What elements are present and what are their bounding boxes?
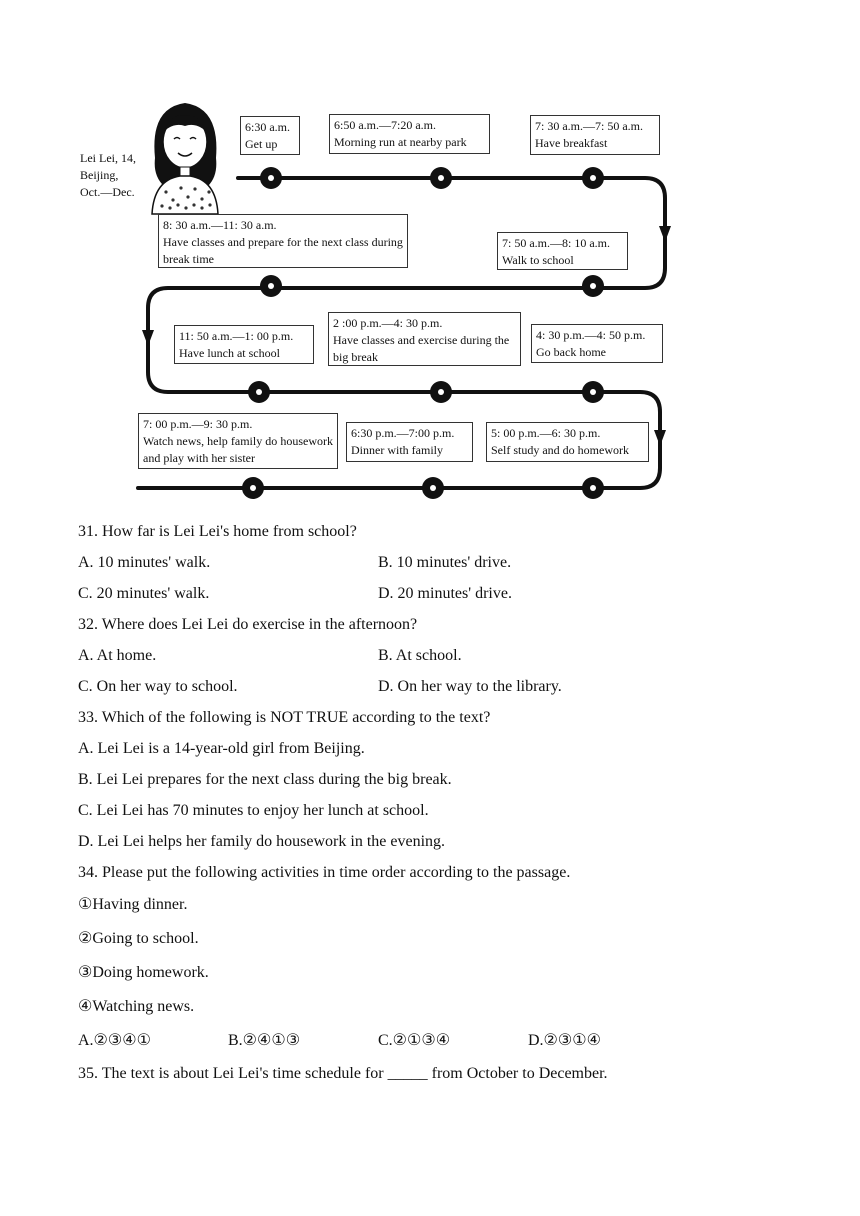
option-c: C. Lei Lei has 70 minutes to enjoy her l… <box>78 795 798 826</box>
schedule-activity: Watch news, help family do housework and… <box>143 433 333 467</box>
schedule-time: 5: 00 p.m.—6: 30 p.m. <box>491 425 644 442</box>
girl-illustration <box>152 103 218 214</box>
schedule-activity: Have classes and prepare for the next cl… <box>163 234 403 268</box>
option-b: B. At school. <box>378 640 462 671</box>
option-a: A.②③④① <box>78 1024 151 1058</box>
timeline-dot <box>422 477 444 499</box>
arrow-down-icon <box>659 226 671 242</box>
timeline-dot <box>582 167 604 189</box>
schedule-time: 4: 30 p.m.—4: 50 p.m. <box>536 327 658 344</box>
option-d: D. On her way to the library. <box>378 671 562 702</box>
schedule-activity: Have breakfast <box>535 135 655 152</box>
order-item: ④Watching news. <box>78 990 798 1024</box>
option-a: A. Lei Lei is a 14-year-old girl from Be… <box>78 733 798 764</box>
schedule-box: 6:30 a.m. Get up <box>240 116 300 155</box>
schedule-time: 7: 00 p.m.—9: 30 p.m. <box>143 416 333 433</box>
schedule-activity: Have lunch at school <box>179 345 309 362</box>
profile-caption: Lei Lei, 14, Beijing, Oct.—Dec. <box>80 150 136 201</box>
options-row: C. 20 minutes' walk. D. 20 minutes' driv… <box>78 578 798 609</box>
schedule-box: 6:50 a.m.—7:20 a.m. Morning run at nearb… <box>329 114 490 154</box>
profile-line: Oct.—Dec. <box>80 184 136 201</box>
schedule-activity: Have classes and exercise during the big… <box>333 332 516 366</box>
option-a: A. 10 minutes' walk. <box>78 547 210 578</box>
schedule-box: 7: 30 a.m.—7: 50 a.m. Have breakfast <box>530 115 660 155</box>
profile-line: Beijing, <box>80 167 136 184</box>
schedule-activity: Go back home <box>536 344 658 361</box>
question-stem: 34. Please put the following activities … <box>78 857 798 888</box>
options-row: C. On her way to school. D. On her way t… <box>78 671 798 702</box>
questions-section: 31. How far is Lei Lei's home from schoo… <box>78 516 798 1089</box>
schedule-activity: Dinner with family <box>351 442 468 459</box>
schedule-box: 2 :00 p.m.—4: 30 p.m. Have classes and e… <box>328 312 521 366</box>
schedule-activity: Morning run at nearby park <box>334 134 485 151</box>
schedule-time: 2 :00 p.m.—4: 30 p.m. <box>333 315 516 332</box>
schedule-time: 6:50 a.m.—7:20 a.m. <box>334 117 485 134</box>
order-item: ②Going to school. <box>78 922 798 956</box>
timeline-dot <box>582 275 604 297</box>
question-stem: 32. Where does Lei Lei do exercise in th… <box>78 609 798 640</box>
schedule-time: 6:30 p.m.—7:00 p.m. <box>351 425 468 442</box>
question-stem: 33. Which of the following is NOT TRUE a… <box>78 702 798 733</box>
schedule-box: 4: 30 p.m.—4: 50 p.m. Go back home <box>531 324 663 363</box>
schedule-box: 7: 00 p.m.—9: 30 p.m. Watch news, help f… <box>138 413 338 469</box>
schedule-activity: Self study and do homework <box>491 442 644 459</box>
question-stem: 31. How far is Lei Lei's home from schoo… <box>78 516 798 547</box>
timeline-dot <box>242 477 264 499</box>
option-b: B. Lei Lei prepares for the next class d… <box>78 764 798 795</box>
option-d: D. Lei Lei helps her family do housework… <box>78 826 798 857</box>
schedule-activity: Get up <box>245 136 295 153</box>
arrow-down-icon <box>142 330 154 346</box>
options-row: A.②③④① B.②④①③ C.②①③④ D.②③①④ <box>78 1024 798 1058</box>
timeline-dot <box>248 381 270 403</box>
option-c: C. On her way to school. <box>78 671 238 702</box>
schedule-box: 6:30 p.m.—7:00 p.m. Dinner with family <box>346 422 473 462</box>
timeline-dot <box>260 275 282 297</box>
timeline-dot <box>260 167 282 189</box>
schedule-time: 7: 30 a.m.—7: 50 a.m. <box>535 118 655 135</box>
timeline-dot <box>582 477 604 499</box>
option-d: D.②③①④ <box>528 1024 601 1058</box>
option-a: A. At home. <box>78 640 156 671</box>
arrow-down-icon <box>654 430 666 446</box>
schedule-time: 6:30 a.m. <box>245 119 295 136</box>
schedule-diagram: Lei Lei, 14, Beijing, Oct.—Dec. 6:30 a.m… <box>0 0 860 505</box>
schedule-time: 7: 50 a.m.—8: 10 a.m. <box>502 235 623 252</box>
schedule-activity: Walk to school <box>502 252 623 269</box>
option-b: B.②④①③ <box>228 1024 300 1058</box>
schedule-box: 7: 50 a.m.—8: 10 a.m. Walk to school <box>497 232 628 270</box>
options-row: A. At home. B. At school. <box>78 640 798 671</box>
timeline-dot <box>430 381 452 403</box>
order-item: ①Having dinner. <box>78 888 798 922</box>
timeline-dot <box>582 381 604 403</box>
option-c: C. 20 minutes' walk. <box>78 578 209 609</box>
schedule-box: 5: 00 p.m.—6: 30 p.m. Self study and do … <box>486 422 649 462</box>
profile-line: Lei Lei, 14, <box>80 150 136 167</box>
order-item: ③Doing homework. <box>78 956 798 990</box>
option-d: D. 20 minutes' drive. <box>378 578 512 609</box>
options-row: A. 10 minutes' walk. B. 10 minutes' driv… <box>78 547 798 578</box>
option-c: C.②①③④ <box>378 1024 450 1058</box>
question-stem: 35. The text is about Lei Lei's time sch… <box>78 1058 798 1089</box>
schedule-time: 11: 50 a.m.—1: 00 p.m. <box>179 328 309 345</box>
schedule-box: 8: 30 a.m.—11: 30 a.m. Have classes and … <box>158 214 408 268</box>
schedule-box: 11: 50 a.m.—1: 00 p.m. Have lunch at sch… <box>174 325 314 364</box>
option-b: B. 10 minutes' drive. <box>378 547 511 578</box>
schedule-time: 8: 30 a.m.—11: 30 a.m. <box>163 217 403 234</box>
timeline-dot <box>430 167 452 189</box>
